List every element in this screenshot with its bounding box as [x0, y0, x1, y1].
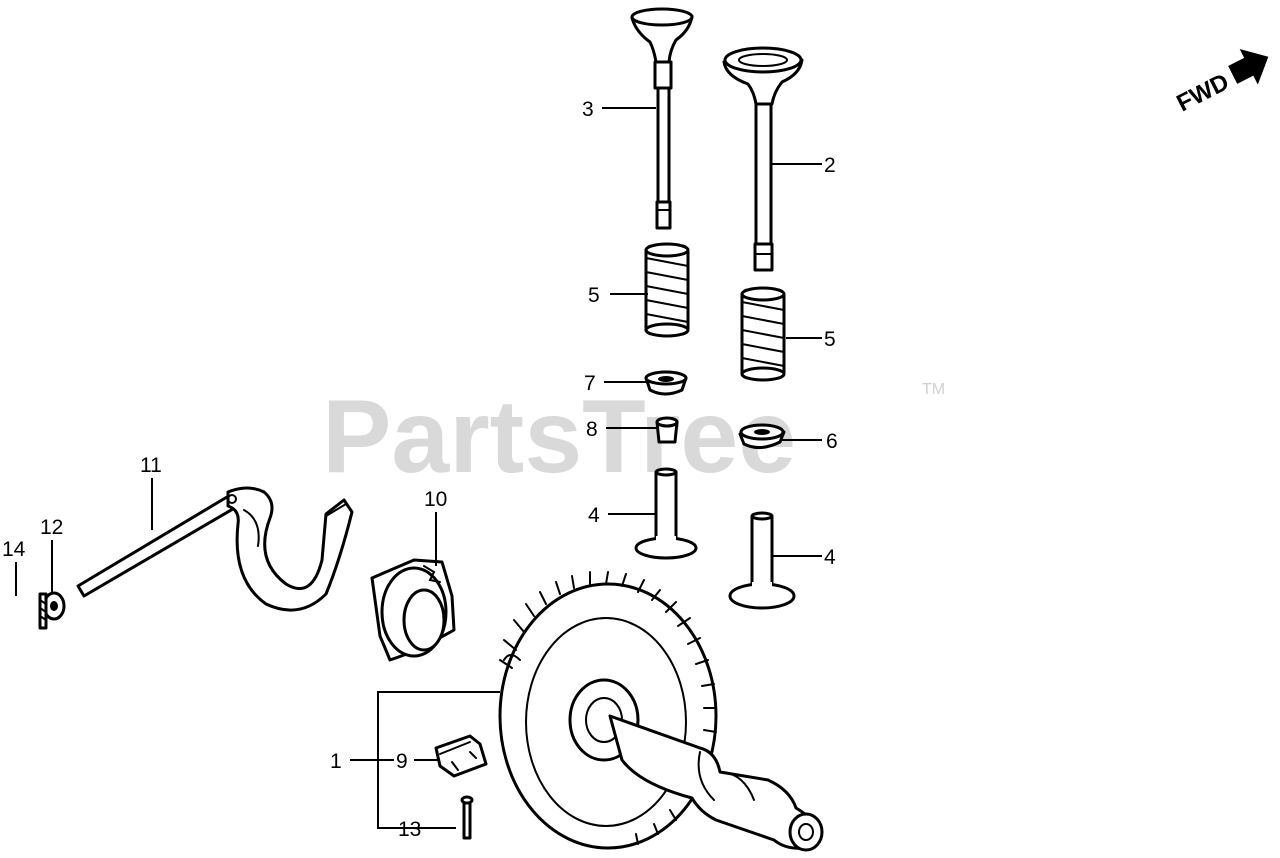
camshaft-gear	[498, 571, 824, 852]
retainer	[644, 370, 688, 396]
leader-lines	[15, 107, 822, 829]
watermark: PartsTree TM	[322, 379, 945, 495]
spring-left	[644, 242, 690, 338]
rotator	[738, 423, 786, 449]
callout-1: 1	[330, 750, 342, 773]
tappet-right	[728, 511, 796, 610]
watermark-text: PartsTree	[322, 379, 796, 495]
collet	[655, 416, 679, 444]
callout-12: 12	[40, 516, 63, 539]
callout-5-right: 5	[824, 328, 836, 351]
pin	[38, 592, 48, 630]
governor-shaft	[76, 486, 354, 612]
callout-numbers: 3 2 5 5 7 8 6 4 4 11 12 14 10 1 9 13	[2, 98, 838, 841]
small-pin	[460, 795, 474, 840]
callout-5-left: 5	[588, 284, 600, 307]
fwd-label: FWD	[1172, 68, 1233, 117]
callout-4-left: 4	[588, 504, 600, 527]
valve-left	[630, 7, 694, 230]
callout-2: 2	[824, 154, 836, 177]
tappet-left	[634, 467, 698, 560]
governor-holder	[370, 558, 456, 662]
callout-6: 6	[826, 430, 838, 453]
watermark-trademark: TM	[922, 381, 945, 398]
callout-10: 10	[424, 488, 447, 511]
arrow-right-icon	[1228, 48, 1269, 85]
weight	[434, 734, 488, 778]
callout-14: 14	[2, 538, 26, 561]
callout-8: 8	[586, 418, 598, 441]
callout-13: 13	[398, 818, 421, 841]
callout-4-right: 4	[824, 546, 836, 569]
callout-7: 7	[584, 372, 596, 395]
callout-3: 3	[582, 98, 594, 121]
valve-right	[722, 46, 804, 272]
callout-11: 11	[140, 454, 162, 477]
spring-right	[740, 286, 786, 382]
fwd-marker: FWD	[1172, 48, 1269, 117]
callout-9: 9	[396, 750, 408, 773]
